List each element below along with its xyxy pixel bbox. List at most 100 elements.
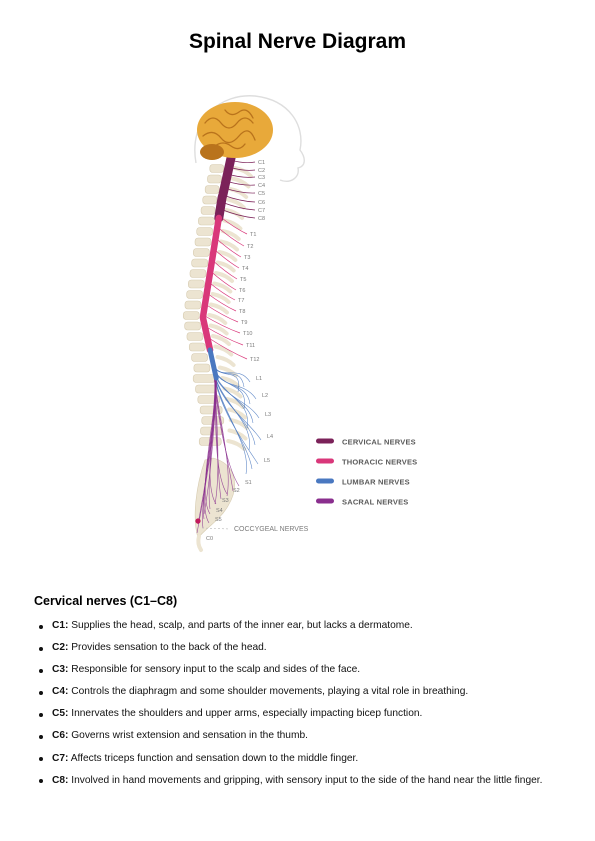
vertebra-process (227, 428, 248, 441)
page-title: Spinal Nerve Diagram (188, 30, 407, 53)
vertebra-process (226, 439, 247, 451)
nerve-list-item: C7: Affects triceps function and sensati… (34, 753, 554, 766)
nerve-list-item: C6: Governs wrist extension and sensatio… (34, 730, 554, 743)
spinal-cord-segment (207, 347, 219, 381)
vertebra-body (186, 332, 204, 341)
vertebra-label: T6 (239, 288, 245, 294)
vertebra-process (208, 323, 229, 336)
legend-swatch (316, 438, 334, 444)
nerve-description: Innervates the shoulders and upper arms,… (68, 708, 423, 720)
vertebra-label: T12 (250, 357, 259, 363)
legend-swatch (316, 458, 334, 464)
nerve-term: C6: (52, 730, 69, 742)
legend-label: LUMBAR NERVES (342, 478, 410, 487)
sacrum (194, 457, 235, 539)
coccygeal-nerves-label: COCCYGEAL NERVES (234, 526, 309, 533)
vertebra-process (214, 271, 234, 283)
vertebra-label: C7 (258, 208, 265, 214)
vertebra-process (207, 313, 228, 325)
nerve-list-item: C2: Provides sensation to the back of th… (34, 642, 554, 655)
vertebra-label: T3 (244, 255, 250, 261)
vertebra-label: T10 (243, 331, 252, 337)
vertebra-process (210, 334, 231, 346)
nerve-list-item: C1: Supplies the head, scalp, and parts … (34, 620, 554, 633)
vertebra-body (194, 237, 212, 247)
vertebra-body (182, 311, 200, 320)
nerve-term: C8: (52, 774, 69, 786)
vertebra-body (191, 353, 208, 362)
vertebra-process (208, 302, 229, 315)
nerve-description: Supplies the head, scalp, and parts of t… (68, 620, 413, 631)
vertebra-label: T5 (240, 277, 246, 283)
vertebra-process (232, 166, 253, 178)
nerve-list-item: C4: Controls the diaphragm and some shou… (34, 686, 554, 699)
vertebra-label: T7 (238, 298, 244, 304)
vertebra-label: C1 (258, 160, 265, 166)
vertebra-body (204, 185, 220, 194)
vertebra-label: T2 (247, 244, 253, 250)
legend-swatch (316, 478, 334, 484)
vertebra-label: L1 (256, 376, 262, 382)
vertebra-process (215, 355, 236, 367)
section-heading: Cervical nerves (C1–C8) (34, 594, 178, 608)
spinal-cord (199, 145, 238, 381)
nerve-description: Controls the diaphragm and some shoulder… (68, 686, 469, 698)
vertebra-label: C0 (206, 536, 213, 542)
vertebra-body (193, 248, 210, 257)
cervical-nerve-list: C1: Supplies the head, scalp, and parts … (34, 620, 554, 797)
vertebra-body (186, 290, 203, 299)
vertebra-body (200, 206, 216, 215)
vertebra-process (212, 281, 233, 294)
coccyx (196, 534, 203, 552)
vertebra-label: C3 (258, 175, 265, 181)
vertebra-body (188, 279, 205, 289)
vertebra-label: S2 (233, 488, 240, 494)
vertebra-process (227, 407, 248, 420)
legend-label: THORACIC NERVES (342, 458, 417, 467)
nerve-description: Governs wrist extension and sensation in… (68, 730, 308, 742)
nerve-list-item: C3: Responsible for sensory input to the… (34, 664, 554, 677)
nerve-description: Involved in hand movements and gripping,… (68, 774, 543, 786)
nerve-term: C7: (52, 752, 69, 764)
vertebra-process (220, 376, 241, 388)
vertebra-process (213, 344, 234, 357)
nerve-description: Provides sensation to the back of the he… (68, 642, 267, 654)
nerve-description: Affects triceps function and sensation d… (68, 752, 359, 764)
vertebra-body (191, 258, 208, 268)
vertebra-body (209, 164, 225, 173)
legend-swatch (316, 498, 334, 504)
coccygeal-marker: COCCYGEAL NERVES (195, 518, 309, 533)
vertebra-process (220, 229, 241, 241)
vertebra-body (196, 227, 214, 236)
spinal-nerve-diagram: C1C2C3C4C5C6C7C8T1T2T3T4T5T6T7T8T9T10T11… (182, 95, 417, 552)
vertebra-label: T1 (250, 232, 256, 238)
vertebra-label: C5 (258, 191, 265, 197)
vertebra-body (193, 363, 211, 373)
nerve-term: C4: (52, 686, 69, 698)
spinal-cord-segment (214, 145, 238, 223)
vertebra-process (222, 386, 243, 399)
vertebra-label: S5 (215, 517, 222, 523)
nerve-branch (203, 314, 241, 334)
vertebra-label: L2 (262, 393, 268, 399)
nerve-term: C3: (52, 664, 69, 676)
vertebra-label: T11 (246, 343, 255, 349)
vertebra-label: L5 (264, 458, 270, 464)
vertebra-body (198, 216, 215, 226)
vertebra-process (215, 260, 236, 273)
vertebra-label: C2 (258, 168, 265, 174)
vertebra-label: L3 (265, 412, 271, 418)
vertebra-label: C8 (258, 216, 265, 222)
vertebra-label: C6 (258, 200, 265, 206)
vertebra-process (225, 197, 246, 210)
nerve-term: C5: (52, 708, 69, 720)
vertebra-label: S1 (245, 480, 252, 486)
vertebra-body (184, 321, 201, 331)
vertebra-body (184, 300, 202, 310)
vertebra-body (195, 384, 218, 394)
legend-label: SACRAL NERVES (342, 498, 409, 507)
vertebra-process (219, 239, 240, 252)
vertebra-body (188, 342, 206, 352)
vertebra-process (224, 208, 245, 220)
